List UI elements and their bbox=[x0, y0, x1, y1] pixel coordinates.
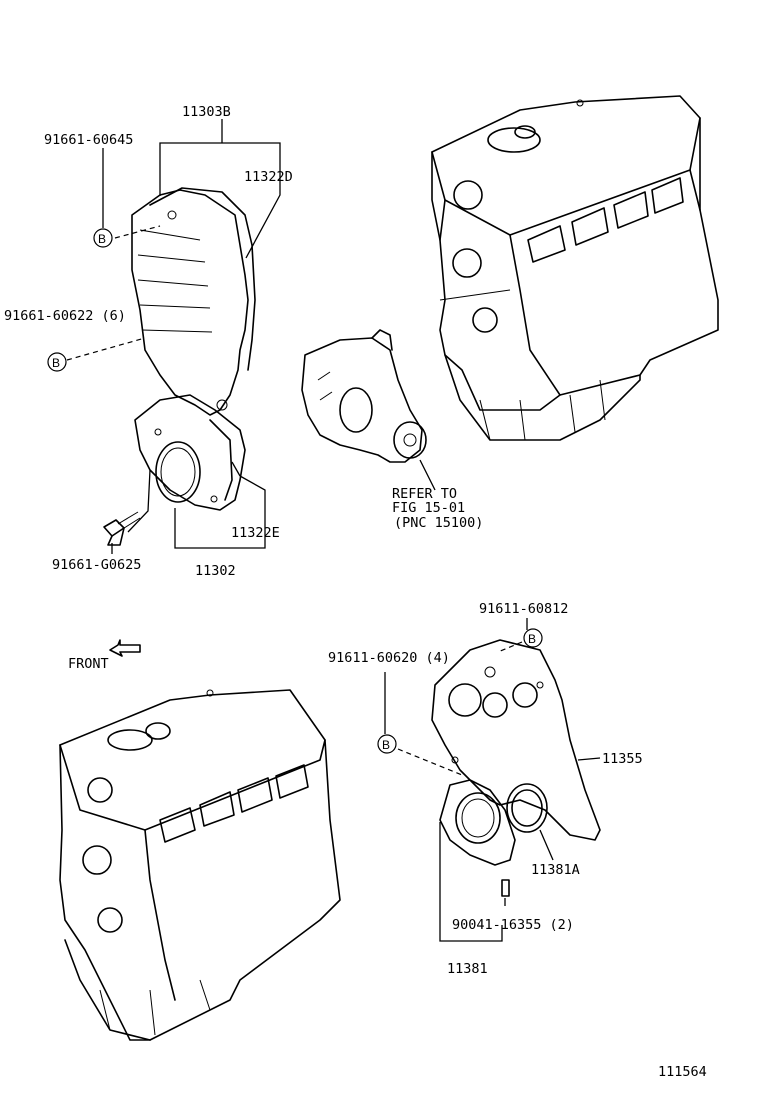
refer-line-1: REFER TO bbox=[392, 486, 457, 502]
part-label-11355: 11355 bbox=[602, 751, 643, 767]
front-arrow-icon bbox=[109, 639, 141, 657]
svg-text:B: B bbox=[98, 232, 106, 246]
part-label-91661-g0625: 91661-G0625 bbox=[52, 557, 141, 573]
refer-line-2: FIG 15-01 bbox=[392, 500, 465, 516]
engine-block-bottom-left bbox=[59, 689, 341, 1041]
diagram-id: 111564 bbox=[658, 1064, 707, 1080]
dowel-pin bbox=[501, 879, 510, 897]
part-label-91611-60620: 91611-60620 (4) bbox=[328, 650, 450, 666]
front-label: FRONT bbox=[68, 656, 109, 672]
callout-b-1: B bbox=[93, 228, 113, 248]
callout-b-3: B bbox=[523, 628, 543, 648]
part-label-11302: 11302 bbox=[195, 563, 236, 579]
part-label-11381a: 11381A bbox=[531, 862, 580, 878]
rear-oil-seal bbox=[506, 783, 548, 833]
oil-seal-retainer bbox=[439, 779, 516, 866]
part-label-91611-60812: 91611-60812 bbox=[479, 601, 568, 617]
svg-text:B: B bbox=[528, 632, 536, 646]
part-label-11322e: 11322E bbox=[231, 525, 280, 541]
part-label-11322d: 11322D bbox=[244, 169, 293, 185]
part-label-91661-60622: 91661-60622 (6) bbox=[4, 308, 126, 324]
svg-text:B: B bbox=[382, 738, 390, 752]
leader-lines bbox=[66, 119, 601, 942]
callout-b-2: B bbox=[47, 352, 67, 372]
timing-cover-upper bbox=[131, 187, 256, 416]
refer-line-3: (PNC 15100) bbox=[394, 515, 483, 531]
callout-b-4: B bbox=[377, 734, 397, 754]
part-label-11381: 11381 bbox=[447, 961, 488, 977]
part-label-11303b: 11303B bbox=[182, 104, 231, 120]
engine-block-top-right bbox=[431, 95, 719, 441]
svg-text:B: B bbox=[52, 356, 60, 370]
water-pump bbox=[301, 329, 427, 463]
timing-cover-lower bbox=[134, 394, 246, 511]
rear-end-plate bbox=[431, 639, 601, 841]
part-label-91661-60645: 91661-60645 bbox=[44, 132, 133, 148]
part-label-90041-16355: 90041-16355 (2) bbox=[452, 917, 574, 933]
bolt-91661-g0625 bbox=[103, 511, 141, 546]
